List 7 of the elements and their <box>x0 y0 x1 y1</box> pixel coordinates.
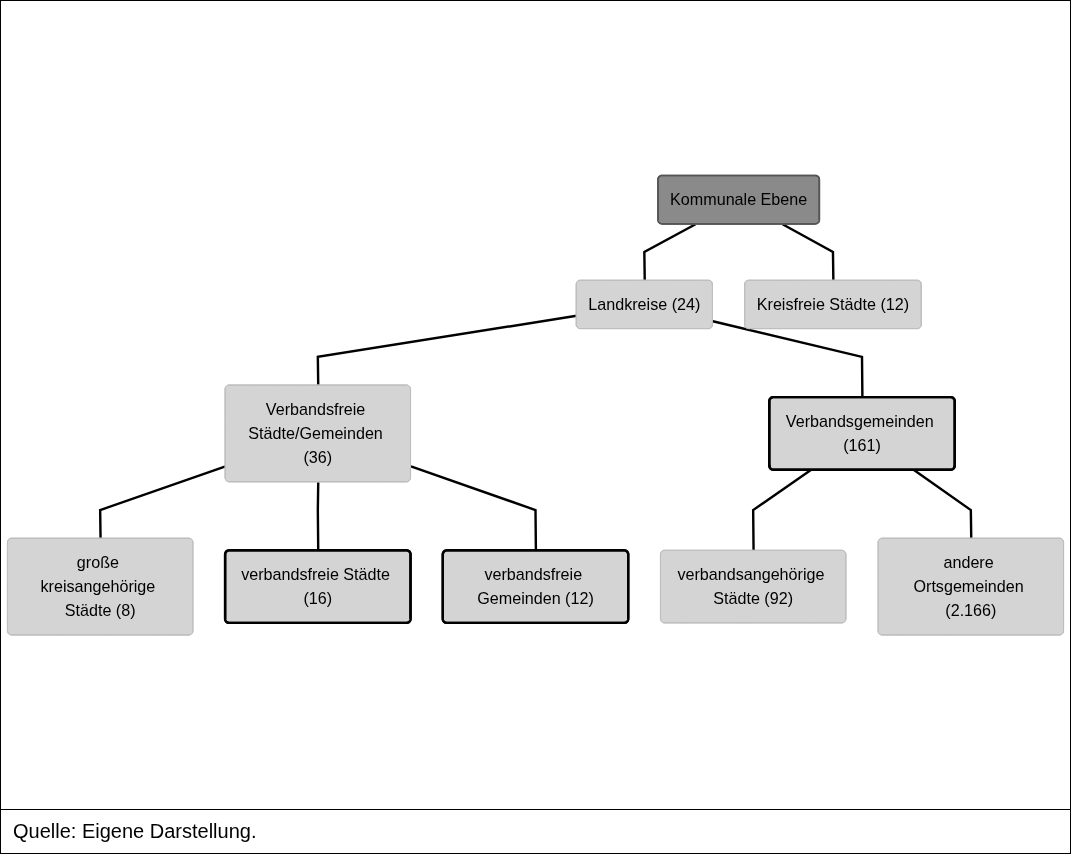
connector <box>410 465 538 551</box>
connector <box>643 222 697 281</box>
connector <box>316 314 577 386</box>
connector <box>316 481 320 551</box>
connector <box>98 465 226 539</box>
caption: Quelle: Eigene Darstellung. <box>13 820 257 842</box>
connector <box>782 222 835 281</box>
